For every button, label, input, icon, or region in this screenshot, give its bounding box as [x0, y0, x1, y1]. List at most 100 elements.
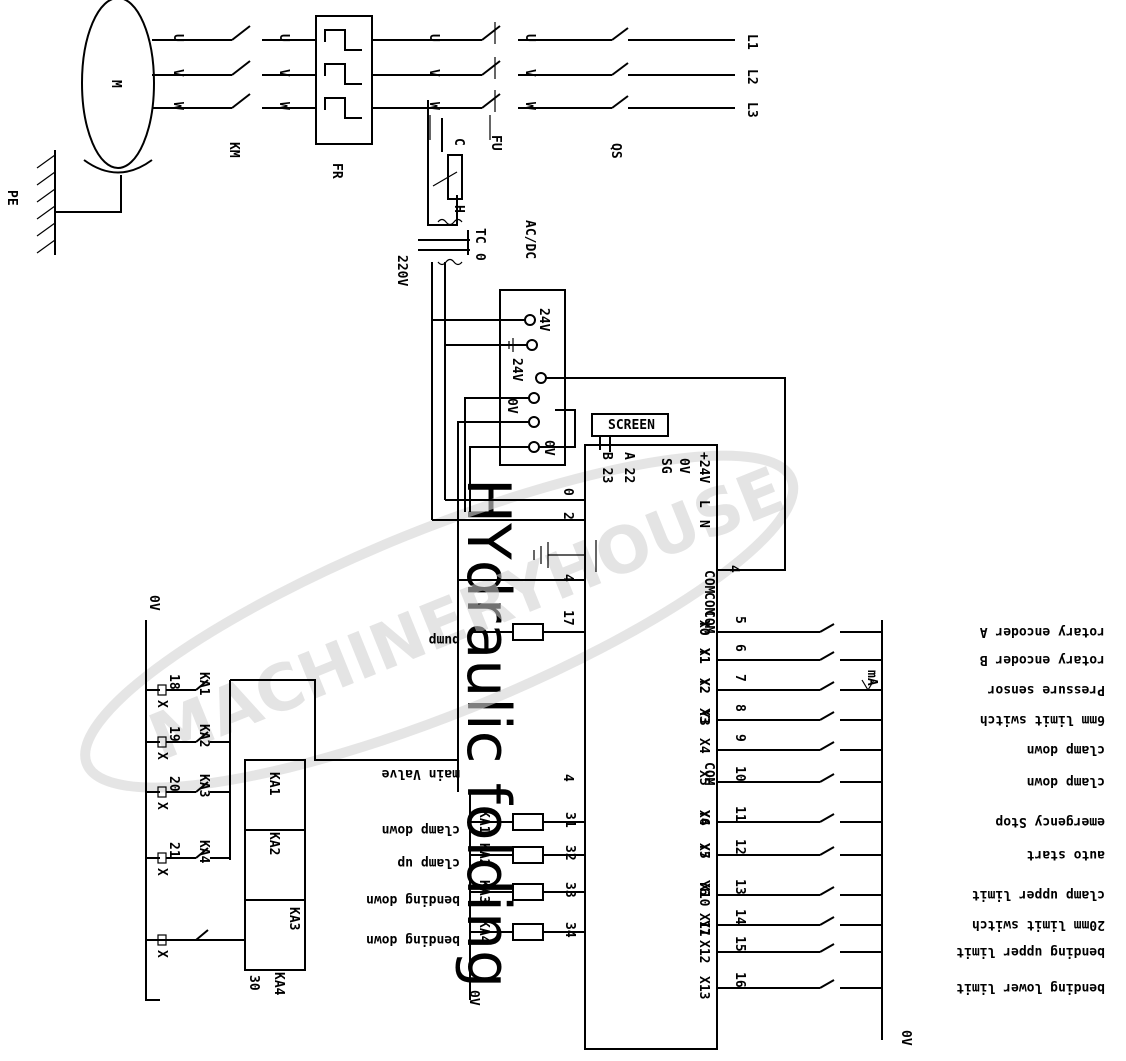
contact-qs: [611, 62, 629, 76]
plc-com-label: COM: [701, 762, 716, 786]
input-description: auto start: [1027, 847, 1105, 862]
qs-label: QS: [608, 143, 623, 159]
input-terminal-label: X0: [696, 620, 711, 636]
plc-power-terminal: +24V: [696, 452, 711, 483]
tc-zero-label: 0: [472, 253, 487, 261]
input-wire-number: 13: [732, 879, 747, 895]
output-wire-number: 34: [562, 922, 577, 938]
input-switch: [819, 773, 835, 783]
valve-relay-label: KA2: [196, 724, 211, 747]
input-description: Pressure sensor: [987, 682, 1105, 697]
valve-wire-number: 19: [166, 726, 181, 742]
ladder-zero-v: 0V: [146, 595, 161, 611]
ladder-relay-label: KA2: [266, 832, 281, 855]
input-description: rotary encoder B: [980, 652, 1105, 667]
phase-label-qs: V: [522, 69, 537, 77]
contact-km: [231, 25, 251, 41]
output-description: pump: [429, 632, 460, 647]
phase-label-km: U: [276, 34, 291, 42]
input-wire-number: 10: [732, 766, 747, 782]
input-description: bending upper limit: [956, 944, 1105, 959]
output-y1: Y1: [696, 648, 711, 664]
contact-qs: [611, 95, 629, 109]
input-terminal-label: X7: [696, 843, 711, 859]
valve-coil: X: [154, 929, 209, 958]
svg-text:4: 4: [560, 774, 575, 782]
coil-mark: X: [154, 700, 169, 708]
output-description: bending down: [366, 932, 460, 947]
output-description: clamp down: [382, 822, 460, 837]
plc-power-terminal: A 22: [621, 452, 636, 483]
output-relay-label: KA2: [476, 843, 491, 866]
plc-com-label: COM: [701, 610, 716, 634]
output-description: main Valve: [382, 766, 460, 781]
input-switch: [819, 813, 835, 823]
input-terminal-label: X13: [696, 976, 711, 999]
output-terminal-label: Y4: [696, 810, 711, 826]
input-wire-number: 8: [732, 704, 747, 712]
valve-relay-label: KA1: [196, 672, 211, 696]
fuse-h: [447, 154, 463, 200]
screen-label: SCREEN: [608, 418, 655, 433]
coil-mark: X: [154, 868, 169, 876]
fr-label: FR: [329, 163, 344, 179]
input-switch: [819, 886, 835, 896]
relay-coil: [512, 846, 544, 864]
phase-label-qs: U: [522, 34, 537, 42]
output-wire-number: 33: [562, 882, 577, 898]
phase-label-motor: U: [170, 34, 185, 42]
output-relay-label: KA1: [476, 810, 491, 834]
input-switch: [819, 623, 835, 633]
output-wire-number: 31: [562, 812, 577, 828]
ladder-relay-label: KA4: [271, 972, 286, 996]
km-label: KM: [226, 142, 241, 158]
ladder-wire-label: 30: [246, 975, 261, 991]
valve-relay-label: KA3: [196, 774, 211, 797]
plc-body: [584, 444, 718, 1050]
svg-text:4: 4: [726, 565, 741, 573]
svg-text:2: 2: [560, 512, 575, 520]
motor-label: M: [108, 80, 123, 88]
input-switch: [819, 943, 835, 953]
thermal-relay-fr: [315, 15, 373, 145]
output-terminal-label: Y3: [696, 710, 711, 726]
valve-wire-number: 20: [166, 776, 181, 792]
contact-fu: [481, 25, 501, 41]
svg-text:4: 4: [560, 574, 575, 582]
input-zero-v: 0V: [898, 1030, 913, 1046]
input-switch: [819, 681, 835, 691]
input-wire-number: 7: [732, 674, 747, 682]
input-description: clamp upper limit: [972, 887, 1105, 902]
input-switch: [819, 711, 835, 721]
phase-label-motor: V: [170, 69, 185, 77]
plc-power-terminal: B 23: [599, 452, 614, 483]
output-description: bending down: [366, 892, 460, 907]
input-wire-number: 5: [732, 616, 747, 624]
output-wire-number: 32: [562, 845, 577, 861]
input-switch: [819, 916, 835, 926]
plc-com-label: COM: [701, 592, 716, 616]
input-description: 6mm limit switch: [980, 712, 1105, 727]
motor-symbol: [81, 0, 155, 169]
plc-power-terminal: L: [696, 500, 711, 508]
output-terminal-label: Y1: [696, 648, 711, 664]
output-y3: Y3 main Valve: [382, 710, 711, 781]
output-y2: Y2: [696, 678, 711, 694]
valve-wire-number: 21: [166, 842, 181, 858]
phase-label-km: V: [276, 69, 291, 77]
psu-label: AC/DC: [522, 220, 537, 259]
input-terminal-label: X3: [696, 708, 711, 724]
input-wire-number: 16: [732, 972, 747, 988]
input-description: rotary encoder A: [980, 624, 1105, 639]
